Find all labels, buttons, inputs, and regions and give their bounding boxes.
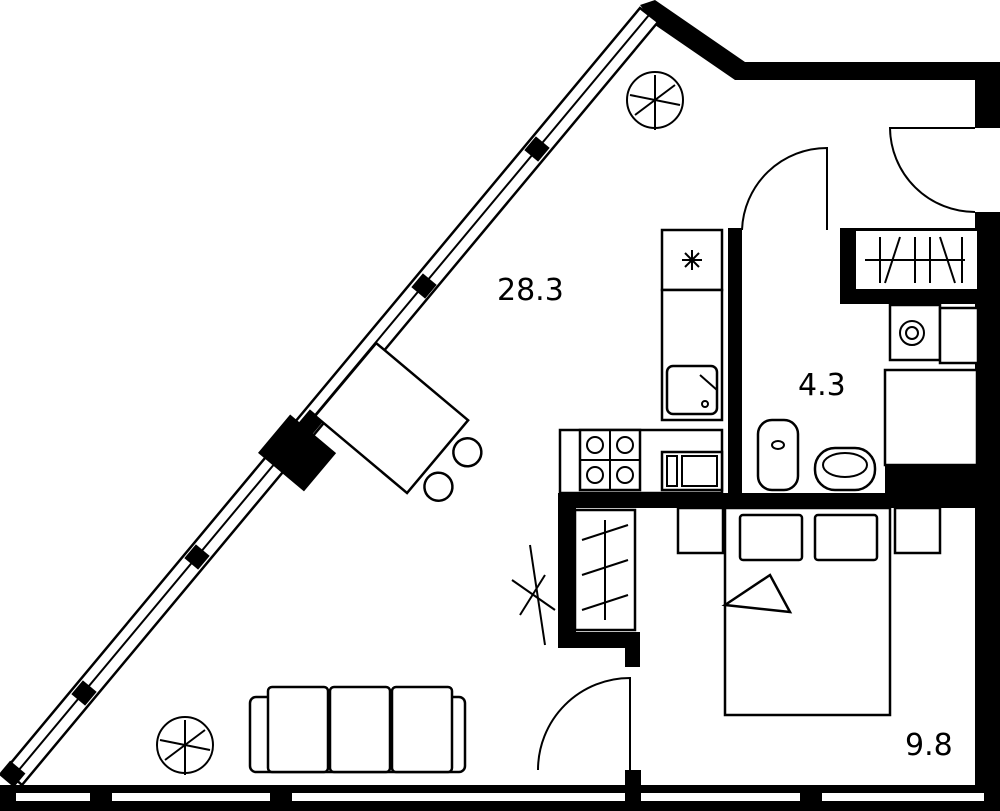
snowflake-icon — [682, 250, 702, 270]
bedroom-area-label: 9.8 — [905, 728, 953, 763]
nightstand — [676, 506, 725, 555]
plant-icon — [626, 71, 684, 130]
living-area-label: 28.3 — [497, 273, 564, 308]
kitchen-sink — [665, 364, 719, 416]
washing-machine — [888, 303, 942, 362]
bedroom-door — [537, 676, 631, 771]
tv-stand — [258, 414, 337, 492]
nightstand — [893, 506, 942, 555]
living-room: 28.3 — [156, 71, 684, 775]
dining-table — [258, 341, 483, 502]
bathroom-door — [741, 146, 828, 231]
entrance-door — [888, 127, 976, 213]
stove — [578, 428, 642, 492]
sofa — [248, 685, 467, 774]
floor-lamp — [511, 544, 556, 646]
bedroom: 9.8 — [511, 506, 953, 763]
bathroom: 4.3 — [756, 303, 980, 492]
toilet — [756, 418, 800, 492]
interior-walls — [558, 228, 985, 667]
bottom-window — [14, 791, 986, 803]
oven — [660, 450, 724, 492]
shower-tray — [883, 368, 979, 467]
kitchen — [558, 228, 724, 495]
doors[interactable] — [537, 127, 976, 771]
bathroom-area-label: 4.3 — [798, 368, 846, 403]
pillow — [813, 513, 879, 562]
pillow — [738, 513, 804, 562]
cabinet — [938, 306, 980, 365]
plant-icon — [156, 716, 214, 775]
top-wall — [640, 0, 1000, 80]
blanket-fold — [721, 573, 793, 614]
washbasin — [813, 446, 877, 492]
right-wall-upper — [975, 70, 1000, 128]
